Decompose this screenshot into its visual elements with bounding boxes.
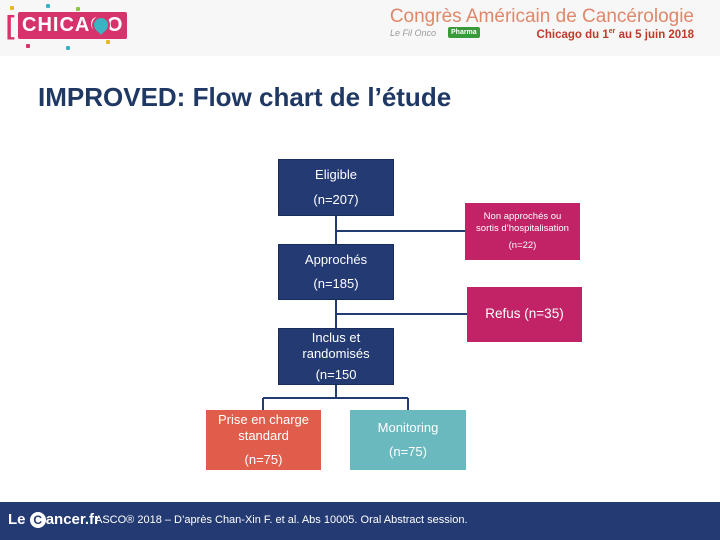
- confetti-dot: [46, 4, 50, 8]
- dates-prefix: Chicago du 1: [536, 28, 609, 41]
- standard-line2: standard: [238, 427, 289, 443]
- monitoring-count: (n=75): [389, 444, 427, 459]
- monitoring-label: Monitoring: [377, 419, 439, 435]
- eligible-label: Eligible: [315, 167, 357, 183]
- box-standard-care: Prise en charge standard (n=75): [206, 410, 321, 470]
- box-eligible: Eligible (n=207): [278, 159, 394, 216]
- box-approached: Approchés (n=185): [278, 244, 394, 300]
- not-approached-count: (n=22): [508, 239, 537, 251]
- dates-sup: er: [608, 28, 616, 35]
- included-line1: Inclus et: [311, 330, 361, 346]
- congress-title: Congrès Américain de Cancérologie: [389, 6, 694, 27]
- congress-dates: Chicago du 1er au 5 juin 2018: [537, 28, 694, 41]
- footer-citation: ASCO® 2018 – D’après Chan-Xin F. et al. …: [95, 514, 468, 526]
- box-not-approached: Non approchés ou sortis d’hospitalisatio…: [465, 203, 580, 260]
- not-approached-line1: Non approchés ou: [483, 211, 562, 223]
- logo-c-icon: C: [29, 512, 46, 528]
- chicago-logo: [ CHICAGO: [6, 4, 128, 52]
- standard-count: (n=75): [244, 452, 283, 468]
- included-count: (n=150: [315, 367, 357, 383]
- slide-title: IMPROVED: Flow chart de l’étude: [38, 82, 452, 112]
- confetti-dot: [66, 46, 70, 50]
- logo-bracket: [: [6, 10, 15, 40]
- confetti-dot: [76, 7, 80, 11]
- approached-label: Approchés: [304, 251, 368, 267]
- fil-onco-logo: Le Fil Onco: [390, 28, 437, 38]
- refused-label: Refus (n=35): [485, 306, 564, 322]
- eligible-count: (n=207): [313, 191, 359, 207]
- box-included: Inclus et randomisés (n=150: [278, 328, 394, 385]
- dates-suffix: au 5 juin 2018: [615, 28, 694, 41]
- confetti-dot: [26, 44, 30, 48]
- box-monitoring: Monitoring (n=75): [350, 410, 466, 470]
- box-refused: Refus (n=35): [467, 287, 582, 342]
- included-line2: randomisés: [302, 345, 370, 361]
- confetti-dot: [10, 6, 14, 10]
- logo-prefix: Le: [8, 511, 30, 528]
- pharma-badge: Pharma: [448, 27, 480, 38]
- standard-line1: Prise en charge: [217, 411, 310, 427]
- confetti-dot: [106, 40, 110, 44]
- logo-suffix: ancer.fr: [45, 511, 100, 528]
- header-banner: [ CHICAGO Congrès Américain de Cancérolo…: [0, 0, 720, 56]
- not-approached-line2: sortis d’hospitalisation: [476, 223, 569, 235]
- approached-count: (n=185): [313, 276, 359, 291]
